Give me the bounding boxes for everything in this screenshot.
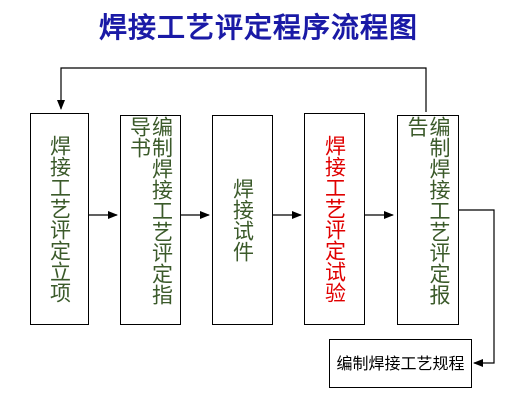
- step-3-box: 焊接试件: [212, 115, 273, 325]
- step-1-box: 焊接工艺评定立项: [30, 113, 89, 325]
- output-label: 编制焊接工艺规程: [336, 354, 465, 373]
- step-5-box: 编制焊接工艺评定报告: [397, 115, 459, 325]
- step-5-label: 编制焊接工艺评定报告: [405, 116, 451, 305]
- step-4-box: 焊接工艺评定试验: [304, 113, 365, 325]
- page-title: 焊接工艺评定程序流程图: [98, 11, 418, 44]
- feedback-loop-arrow: [57, 67, 427, 112]
- step-4-label: 焊接工艺评定试验: [322, 135, 347, 303]
- step-1-label: 焊接工艺评定立项: [47, 135, 72, 303]
- arrow-report-to-output: [459, 209, 495, 367]
- output-box: 编制焊接工艺规程: [329, 339, 472, 388]
- step-3-label: 焊接试件: [230, 178, 255, 262]
- step-2-label: 编制焊接工艺评定指导书: [127, 116, 174, 305]
- step-2-box: 编制焊接工艺评定指导书: [120, 115, 181, 325]
